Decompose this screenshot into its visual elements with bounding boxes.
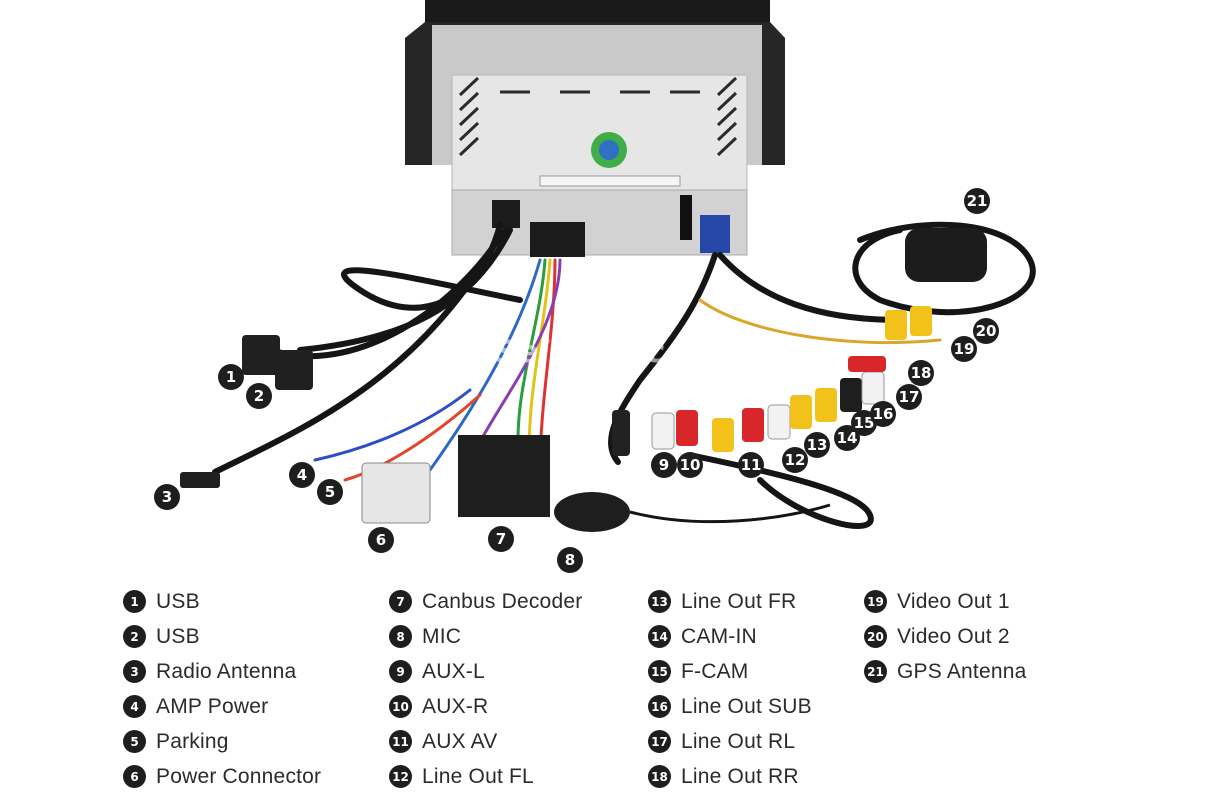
radio-antenna-plug xyxy=(180,472,220,488)
legend-item: 13 Line Out FR xyxy=(648,584,812,619)
legend-label: Line Out FR xyxy=(681,589,797,613)
legend-badge: 3 xyxy=(123,660,146,683)
legend-badge: 12 xyxy=(389,765,412,788)
usb-connector xyxy=(275,350,313,390)
legend-badge: 11 xyxy=(389,730,412,753)
legend-label: GPS Antenna xyxy=(897,659,1027,683)
callout: 19 xyxy=(951,336,977,362)
callout: 21 xyxy=(964,188,990,214)
legend-badge: 20 xyxy=(864,625,887,648)
rca-connectors xyxy=(612,306,932,456)
callout: 9 xyxy=(651,452,677,478)
callout: 8 xyxy=(557,547,583,573)
legend-badge: 9 xyxy=(389,660,412,683)
callout: 5 xyxy=(317,479,343,505)
callout: 7 xyxy=(488,526,514,552)
callout: 18 xyxy=(908,360,934,386)
legend-badge: 6 xyxy=(123,765,146,788)
legend-label: Line Out FL xyxy=(422,764,534,788)
legend-item: 14 CAM-IN xyxy=(648,619,812,654)
legend-item: 6 Power Connector xyxy=(123,759,321,794)
legend-label: USB xyxy=(156,624,200,648)
callout: 6 xyxy=(368,527,394,553)
legend-badge: 7 xyxy=(389,590,412,613)
legend-label: AUX AV xyxy=(422,729,498,753)
legend-item: 3 Radio Antenna xyxy=(123,654,321,689)
legend-column-2: 7 Canbus Decoder 8 MIC 9 AUX-L 10 AUX-R 11 AU… xyxy=(389,584,582,794)
legend-badge: 17 xyxy=(648,730,671,753)
legend-item: 10 AUX-R xyxy=(389,689,582,724)
legend-badge: 5 xyxy=(123,730,146,753)
legend-item: 4 AMP Power xyxy=(123,689,321,724)
legend-badge: 18 xyxy=(648,765,671,788)
legend-badge: 8 xyxy=(389,625,412,648)
legend-label: Power Connector xyxy=(156,764,322,788)
legend-label: CAM-IN xyxy=(681,624,757,648)
legend-label: Video Out 2 xyxy=(897,624,1010,648)
power-connector xyxy=(361,462,431,524)
head-unit-photo xyxy=(180,0,1036,532)
legend-item: 17 Line Out RL xyxy=(648,724,812,759)
callout: 16 xyxy=(870,401,896,427)
legend-badge: 2 xyxy=(123,625,146,648)
legend-badge: 13 xyxy=(648,590,671,613)
legend-item: 18 Line Out RR xyxy=(648,759,812,794)
legend-badge: 14 xyxy=(648,625,671,648)
callout: 10 xyxy=(677,452,703,478)
legend-item: 8 MIC xyxy=(389,619,582,654)
legend-label: AMP Power xyxy=(156,694,269,718)
legend-label: Line Out SUB xyxy=(681,694,812,718)
callout: 3 xyxy=(154,484,180,510)
legend-label: AUX-L xyxy=(422,659,485,683)
legend-item: 21 GPS Antenna xyxy=(864,654,1026,689)
legend-item: 16 Line Out SUB xyxy=(648,689,812,724)
callout: 13 xyxy=(804,432,830,458)
legend-badge: 10 xyxy=(389,695,412,718)
watermark: Seicane.com xyxy=(495,335,720,370)
legend-label: F-CAM xyxy=(681,659,749,683)
callout: 12 xyxy=(782,447,808,473)
legend-badge: 19 xyxy=(864,590,887,613)
legend-label: Video Out 1 xyxy=(897,589,1010,613)
gps-antenna xyxy=(905,228,987,282)
legend-badge: 16 xyxy=(648,695,671,718)
legend-item: 5 Parking xyxy=(123,724,321,759)
legend-item: 15 F-CAM xyxy=(648,654,812,689)
legend-label: Parking xyxy=(156,729,229,753)
callout: 20 xyxy=(973,318,999,344)
legend-item: 2 USB xyxy=(123,619,321,654)
usb-connector xyxy=(242,335,280,375)
legend-label: USB xyxy=(156,589,200,613)
callout: 17 xyxy=(896,384,922,410)
legend-item: 7 Canbus Decoder xyxy=(389,584,582,619)
legend-label: Canbus Decoder xyxy=(422,589,583,613)
legend-badge: 15 xyxy=(648,660,671,683)
legend-label: Line Out RL xyxy=(681,729,796,753)
legend-label: MIC xyxy=(422,624,462,648)
legend-column-4: 19 Video Out 1 20 Video Out 2 21 GPS Antenn… xyxy=(864,584,1026,689)
head-unit xyxy=(405,0,785,257)
legend-label: AUX-R xyxy=(422,694,489,718)
callout: 2 xyxy=(246,383,272,409)
callout: 1 xyxy=(218,364,244,390)
legend-item: 11 AUX AV xyxy=(389,724,582,759)
legend-item: 12 Line Out FL xyxy=(389,759,582,794)
legend-badge: 21 xyxy=(864,660,887,683)
legend-item: 19 Video Out 1 xyxy=(864,584,1026,619)
canbus-decoder xyxy=(458,435,550,517)
legend-badge: 1 xyxy=(123,590,146,613)
callout: 11 xyxy=(738,452,764,478)
legend-item: 1 USB xyxy=(123,584,321,619)
callout: 4 xyxy=(289,462,315,488)
legend-label: Line Out RR xyxy=(681,764,799,788)
legend-label: Radio Antenna xyxy=(156,659,297,683)
legend-item: 20 Video Out 2 xyxy=(864,619,1026,654)
mic xyxy=(554,492,630,532)
legend-item: 9 AUX-L xyxy=(389,654,582,689)
legend-badge: 4 xyxy=(123,695,146,718)
